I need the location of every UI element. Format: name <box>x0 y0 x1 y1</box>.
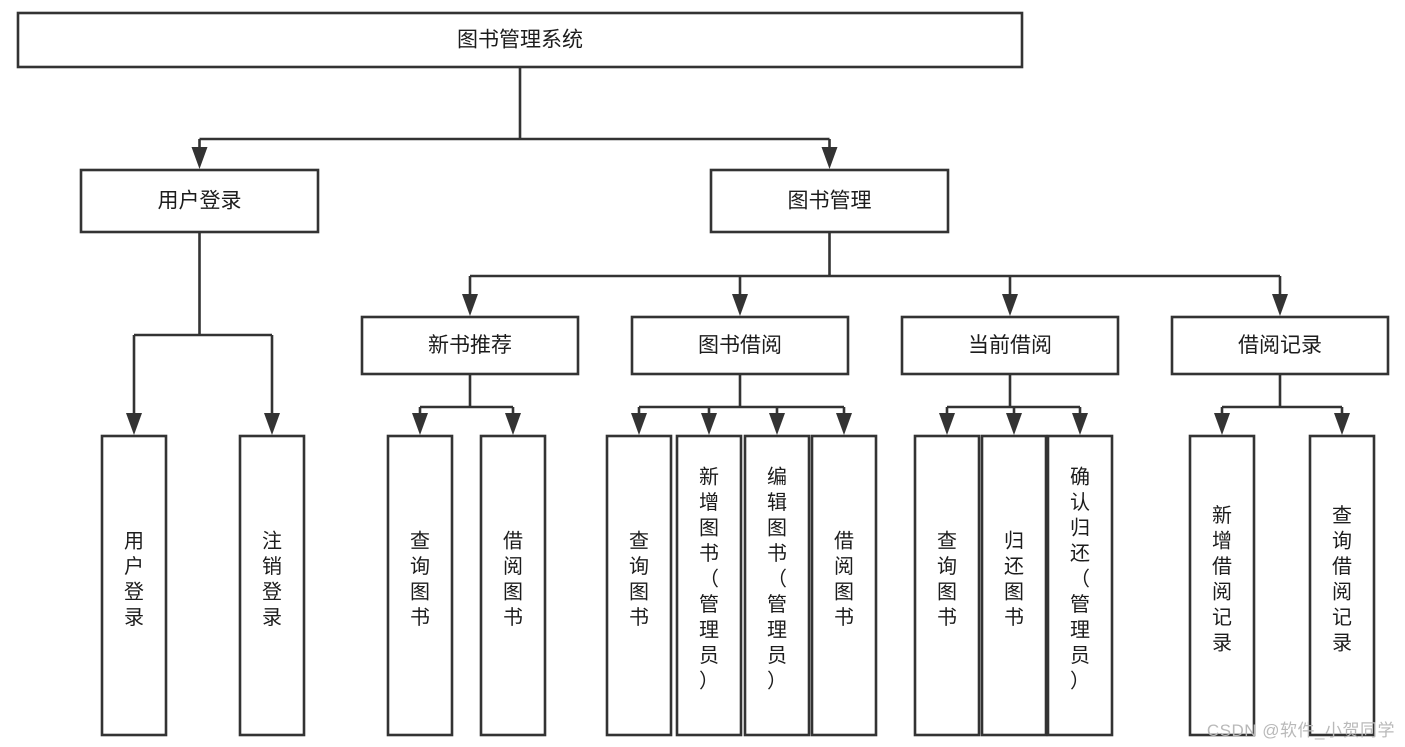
node-label-l01: 用户登录 <box>124 530 144 629</box>
node-label-l04: 借阅图书 <box>503 529 523 629</box>
node-root[interactable]: 图书管理系统 <box>16 11 1024 69</box>
node-label-s3: 当前借阅 <box>968 334 1052 357</box>
node-l03[interactable]: 查询图书 <box>386 434 454 737</box>
node-box-l04[interactable] <box>479 434 547 737</box>
node-l04[interactable]: 借阅图书 <box>479 434 547 737</box>
node-box-l02[interactable] <box>238 434 306 737</box>
node-l08[interactable]: 借阅图书 <box>810 434 878 737</box>
node-box-l13[interactable] <box>1308 434 1376 737</box>
node-l05[interactable]: 查询图书 <box>605 434 673 737</box>
node-l13[interactable]: 查询借阅记录 <box>1308 434 1376 737</box>
node-label-m1: 用户登录 <box>158 190 242 213</box>
node-box-root[interactable] <box>16 11 1024 69</box>
node-box-l10[interactable] <box>980 434 1048 737</box>
node-box-m2[interactable] <box>709 168 950 234</box>
node-label-l02: 注销登录 <box>262 529 282 629</box>
node-box-s1[interactable] <box>360 315 580 376</box>
node-box-l06[interactable] <box>675 434 743 737</box>
node-label-m2: 图书管理 <box>788 190 872 213</box>
node-s4[interactable]: 借阅记录 <box>1170 315 1390 376</box>
node-box-m1[interactable] <box>79 168 320 234</box>
node-box-l11[interactable] <box>1046 434 1114 737</box>
node-l12[interactable]: 新增借阅记录 <box>1188 434 1256 737</box>
node-label-root: 图书管理系统 <box>457 29 583 52</box>
node-box-s4[interactable] <box>1170 315 1390 376</box>
node-label-l05: 查询图书 <box>629 529 649 629</box>
node-label-l07: 编辑图书（管理员） <box>767 466 787 693</box>
node-l09[interactable]: 查询图书 <box>913 434 981 737</box>
node-box-l03[interactable] <box>386 434 454 737</box>
node-label-s2: 图书借阅 <box>698 334 782 357</box>
node-label-l09: 查询图书 <box>937 529 957 629</box>
node-box-l08[interactable] <box>810 434 878 737</box>
node-box-l12[interactable] <box>1188 434 1256 737</box>
node-l11[interactable]: 确认归还（管理员） <box>1046 434 1114 737</box>
connector-group-s1 <box>412 374 521 435</box>
node-l01[interactable]: 用户登录 <box>100 434 168 737</box>
node-box-s2[interactable] <box>630 315 850 376</box>
node-box-l07[interactable] <box>743 434 811 737</box>
csdn-watermark: CSDN @软件_小贺同学 <box>1206 721 1395 740</box>
node-l07[interactable]: 编辑图书（管理员） <box>743 434 811 737</box>
connector-group-s3 <box>939 374 1088 435</box>
connector-group-root <box>191 67 838 169</box>
node-label-l03: 查询图书 <box>410 529 430 629</box>
connector-group-m1 <box>126 232 280 435</box>
node-box-l05[interactable] <box>605 434 673 737</box>
node-s3[interactable]: 当前借阅 <box>900 315 1120 376</box>
node-label-l13: 查询借阅记录 <box>1332 504 1352 655</box>
node-label-l08: 借阅图书 <box>834 529 854 629</box>
node-m2[interactable]: 图书管理 <box>709 168 950 234</box>
connector-layer <box>126 67 1350 435</box>
node-label-s1: 新书推荐 <box>428 334 512 357</box>
node-box-l01[interactable] <box>100 434 168 737</box>
node-label-s4: 借阅记录 <box>1238 334 1322 357</box>
node-label-l11: 确认归还（管理员） <box>1070 466 1090 693</box>
node-l10[interactable]: 归还图书 <box>980 434 1048 737</box>
connector-group-s2 <box>631 374 852 435</box>
node-label-l12: 新增借阅记录 <box>1212 504 1232 655</box>
node-s1[interactable]: 新书推荐 <box>360 315 580 376</box>
node-box-l09[interactable] <box>913 434 981 737</box>
node-box-s3[interactable] <box>900 315 1120 376</box>
node-m1[interactable]: 用户登录 <box>79 168 320 234</box>
connector-group-s4 <box>1214 374 1350 435</box>
connector-group-m2 <box>462 232 1288 316</box>
node-l02[interactable]: 注销登录 <box>238 434 306 737</box>
node-l06[interactable]: 新增图书（管理员） <box>675 434 743 737</box>
node-layer: 图书管理系统用户登录图书管理新书推荐图书借阅当前借阅借阅记录用户登录注销登录查询… <box>16 11 1390 737</box>
node-label-l06: 新增图书（管理员） <box>699 466 719 693</box>
node-label-l10: 归还图书 <box>1004 529 1024 629</box>
node-s2[interactable]: 图书借阅 <box>630 315 850 376</box>
